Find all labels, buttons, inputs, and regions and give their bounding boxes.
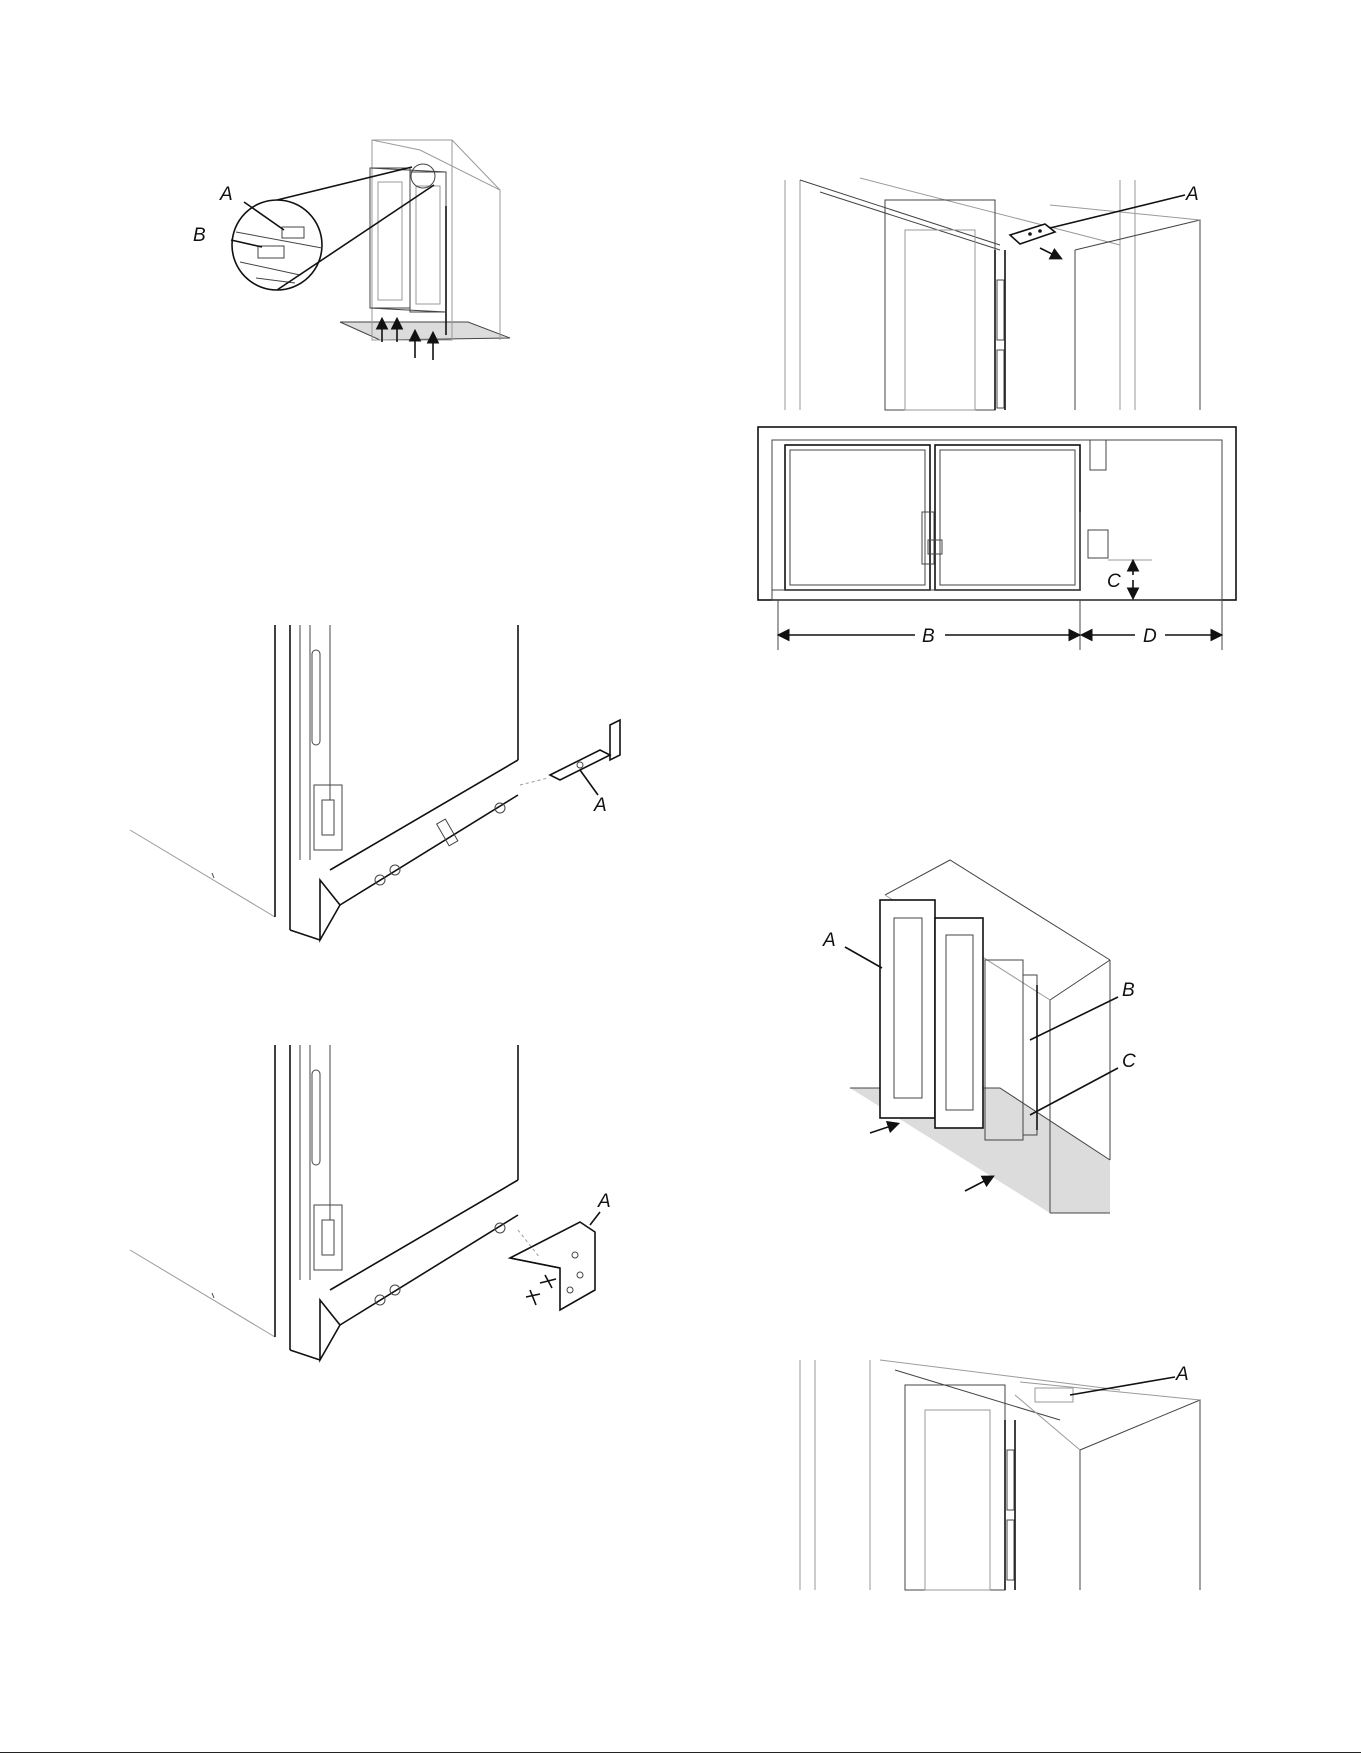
fig5-label-a: A (597, 1191, 611, 1212)
fig6-installed-unit-diagram: A B C (822, 860, 1136, 1213)
fig2-label-a: A (1185, 184, 1199, 205)
fig1-label-a: A (219, 184, 233, 205)
fig6-label-b: B (1122, 980, 1135, 1001)
fig6-label-a: A (822, 930, 836, 951)
fig7-label-a: A (1175, 1364, 1189, 1385)
footer-rule (0, 1752, 1361, 1753)
fig7-top-corner-detail: A (800, 1360, 1200, 1590)
fig1-cabinet-diagram: A B (193, 140, 510, 360)
fig3-label-d: D (1143, 626, 1157, 647)
fig6-label-c: C (1122, 1051, 1136, 1072)
fig2-top-corner-diagram: A (785, 178, 1200, 410)
fig1-label-b: B (193, 225, 206, 246)
fig3-label-b: B (922, 626, 935, 647)
fig3-front-view-dimensions: B C D (758, 427, 1236, 650)
fig3-label-c: C (1107, 571, 1121, 592)
fig4-label-a: A (593, 795, 607, 816)
fig4-side-rail-diagram: A (130, 625, 620, 940)
fig5-angle-bracket-diagram: A (130, 1045, 611, 1360)
